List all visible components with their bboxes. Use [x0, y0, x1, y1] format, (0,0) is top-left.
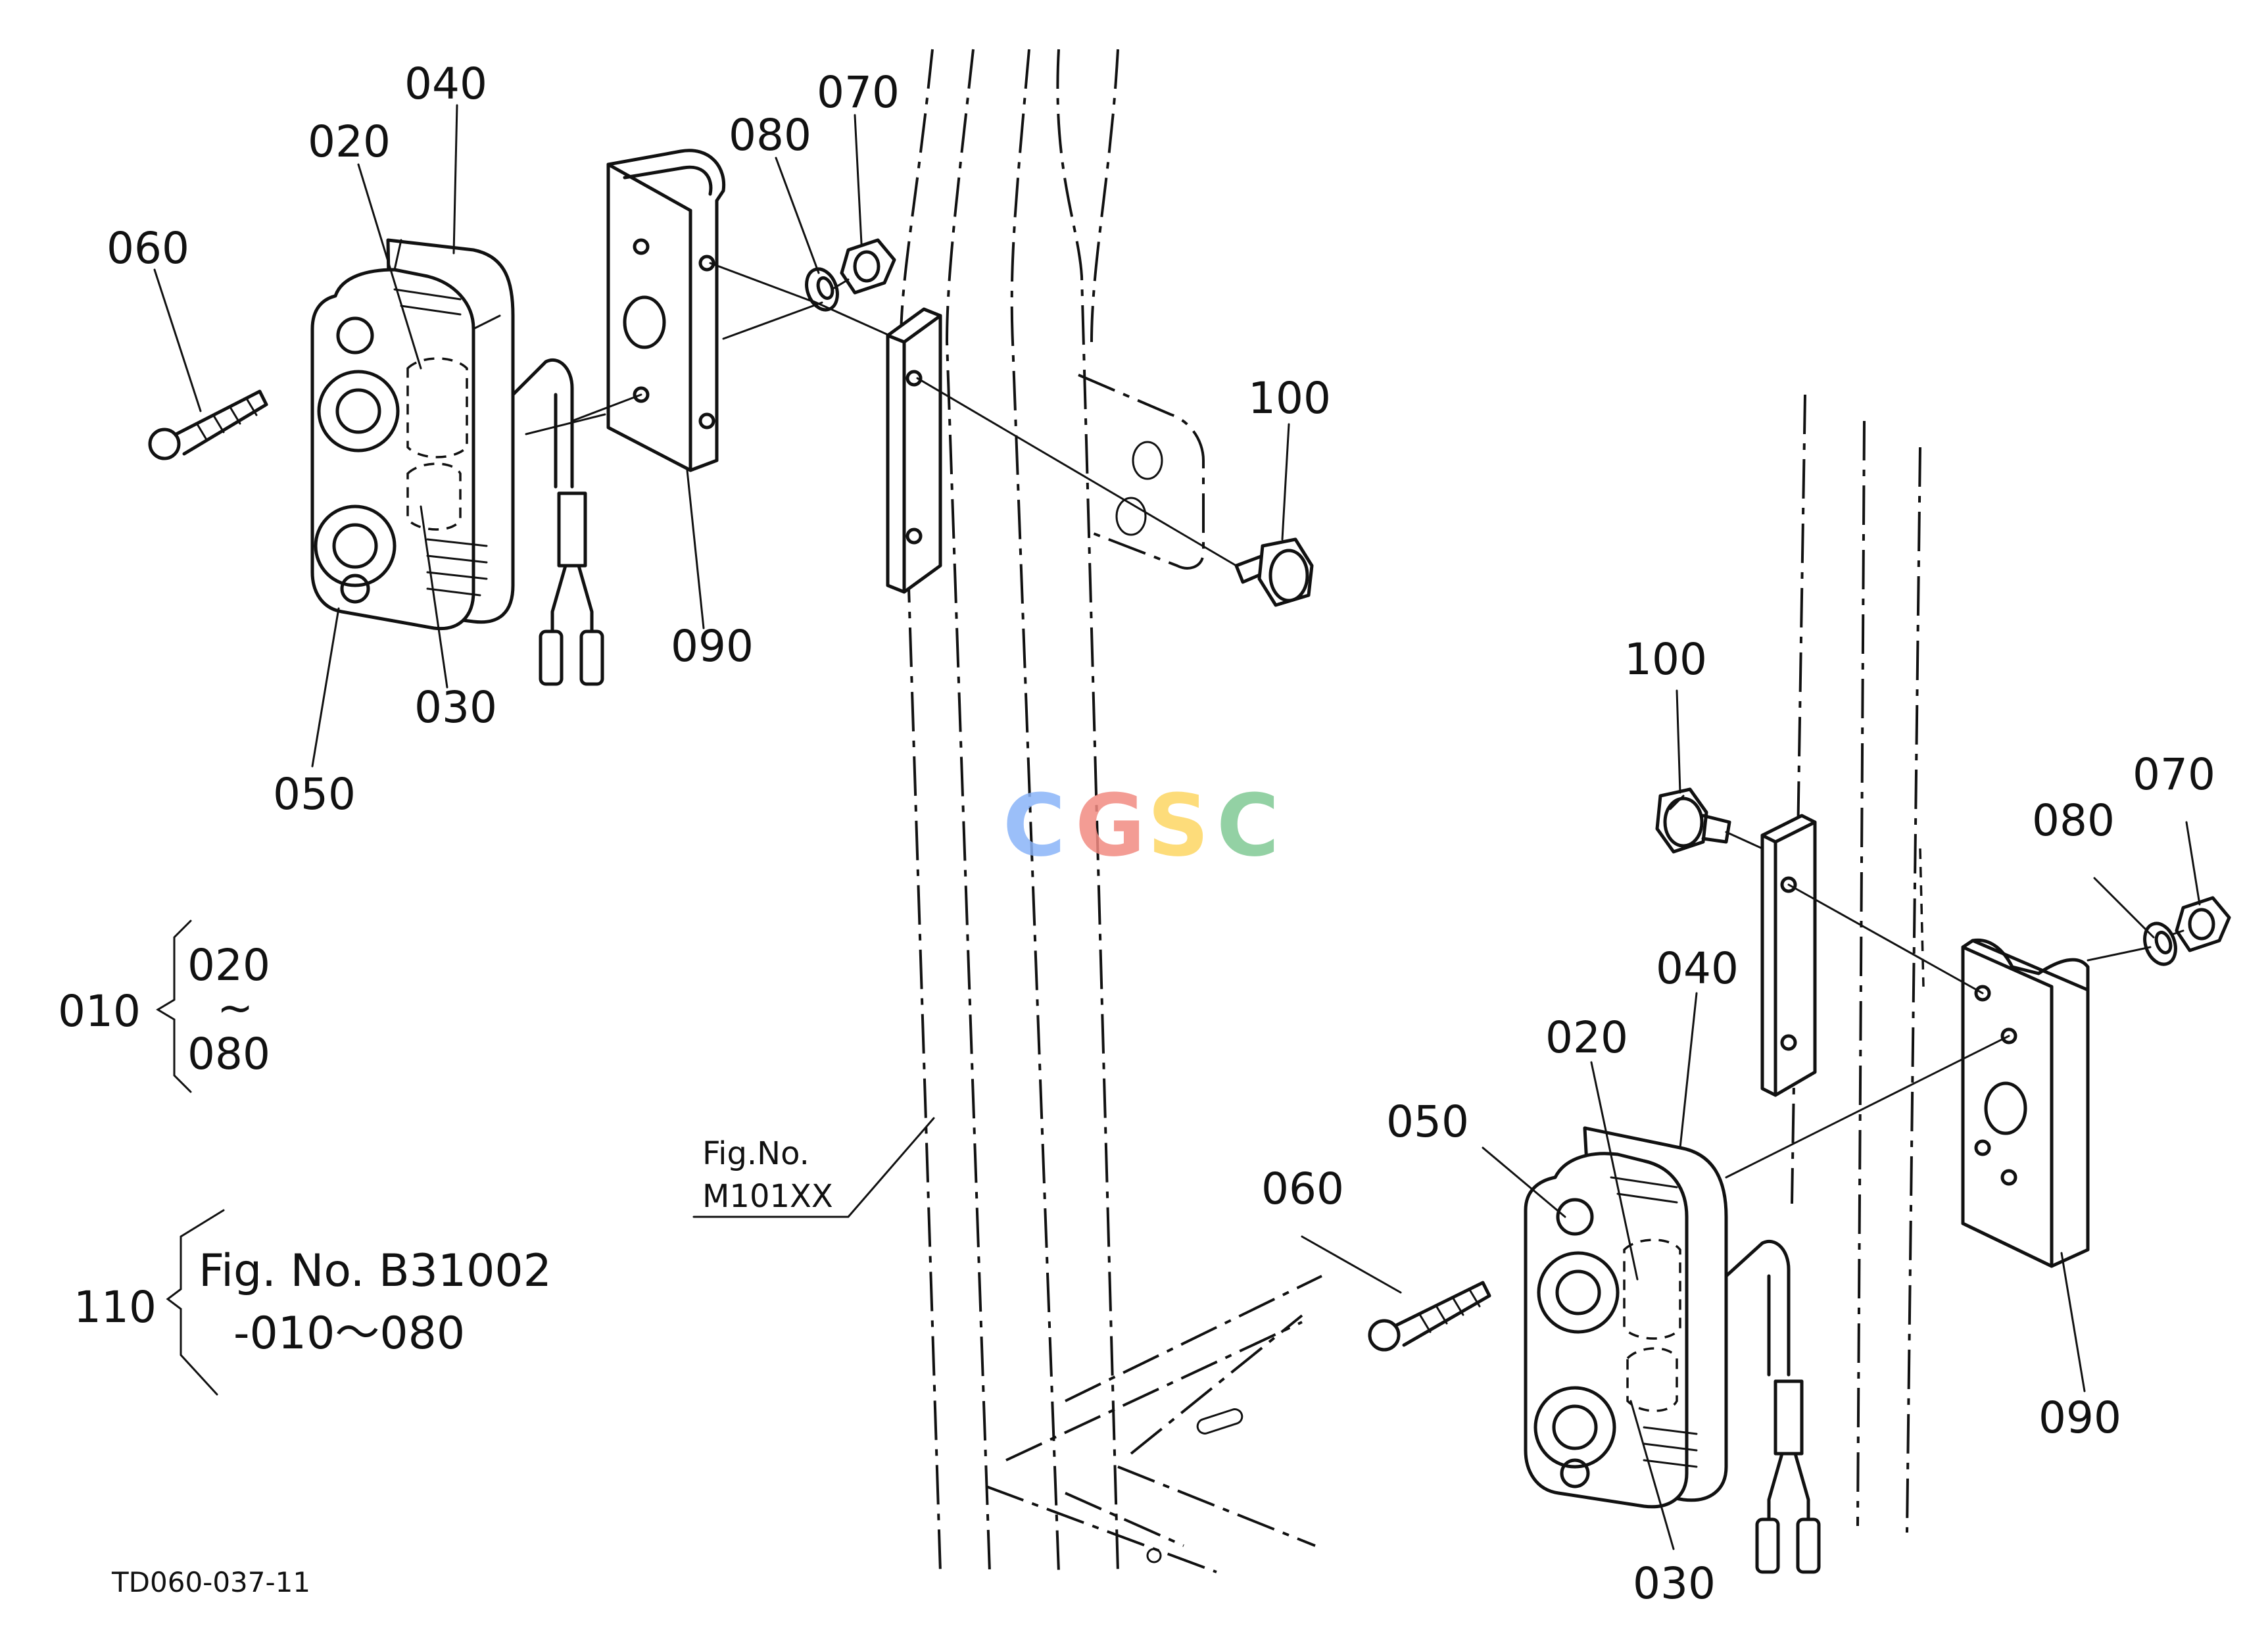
drawing-code: TD060-037-11 [111, 1566, 310, 1598]
watermark-letter-4: C [1217, 775, 1279, 875]
assembly-id: 010 [58, 986, 141, 1037]
label-100: 100 [1624, 634, 1707, 685]
assembly-lines-bottom [1725, 831, 2184, 1179]
top-lamp-assembly [148, 149, 1314, 686]
label-060: 060 [1261, 1164, 1344, 1214]
fig-ref-line-2: M101XX [702, 1178, 833, 1215]
reference-note: 110 Fig. No. B31002 -010～080 [74, 1245, 552, 1360]
watermark: C G S C [1003, 775, 1279, 875]
bolt-100 [1655, 787, 1731, 854]
label-070: 070 [2133, 749, 2215, 800]
upper-bulb-socket [317, 370, 400, 453]
label-090: 090 [2039, 1392, 2121, 1443]
bracket-090 [1961, 938, 2090, 1268]
label-020: 020 [308, 116, 391, 167]
mounting-hole [336, 316, 374, 355]
leader-lines [153, 104, 2201, 1550]
bolt-100 [1234, 537, 1314, 607]
cab-frame [899, 49, 1925, 1573]
label-040: 040 [1656, 943, 1739, 994]
reference-line-1: Fig. No. B31002 [199, 1245, 552, 1297]
nut-070 [840, 238, 896, 295]
label-090: 090 [671, 621, 754, 672]
nut-070 [2175, 896, 2231, 952]
spacer-plate-top [886, 307, 942, 594]
assembly-lines-top [571, 262, 1238, 567]
upper-bulb-socket [1537, 1251, 1620, 1334]
label-040: 040 [404, 59, 487, 109]
screw-060 [148, 389, 268, 460]
figure-reference: Fig.No. M101XX [702, 1135, 833, 1215]
label-030: 030 [1633, 1558, 1716, 1609]
label-100: 100 [1248, 373, 1331, 424]
reference-id: 110 [74, 1282, 157, 1333]
assembly-tilde: ~ [217, 983, 253, 1033]
spacer-plate-bottom [1760, 814, 1817, 1097]
lower-bulb-socket [1533, 1386, 1616, 1469]
watermark-letter-2: G [1075, 775, 1146, 875]
bottom-lamp-assembly [1368, 787, 2231, 1574]
part-labels: 040 020 060 080 070 100 090 030 050 100 … [107, 59, 2215, 1609]
label-070: 070 [817, 67, 900, 118]
lower-bulb-socket [314, 504, 397, 587]
label-050: 050 [273, 769, 356, 820]
label-050: 050 [1386, 1096, 1469, 1147]
washer-080 [805, 267, 839, 312]
watermark-letter-3: S [1147, 775, 1209, 875]
bracket-090 [606, 149, 726, 472]
screw-060 [1368, 1281, 1491, 1352]
assembly-to: 080 [187, 1029, 270, 1079]
label-030: 030 [414, 682, 497, 733]
assembly-brace [156, 920, 225, 1396]
label-080: 080 [729, 110, 811, 160]
assembly-from: 020 [187, 940, 270, 991]
reference-line-2: -010～080 [233, 1308, 465, 1360]
label-020: 020 [1545, 1012, 1628, 1063]
label-060: 060 [107, 223, 189, 274]
label-080: 080 [2032, 795, 2115, 846]
fig-ref-line-1: Fig.No. [702, 1135, 809, 1172]
watermark-letter-1: C [1003, 775, 1065, 875]
assembly-note: 010 020 ~ 080 [58, 940, 270, 1079]
washer-080 [2143, 922, 2177, 966]
